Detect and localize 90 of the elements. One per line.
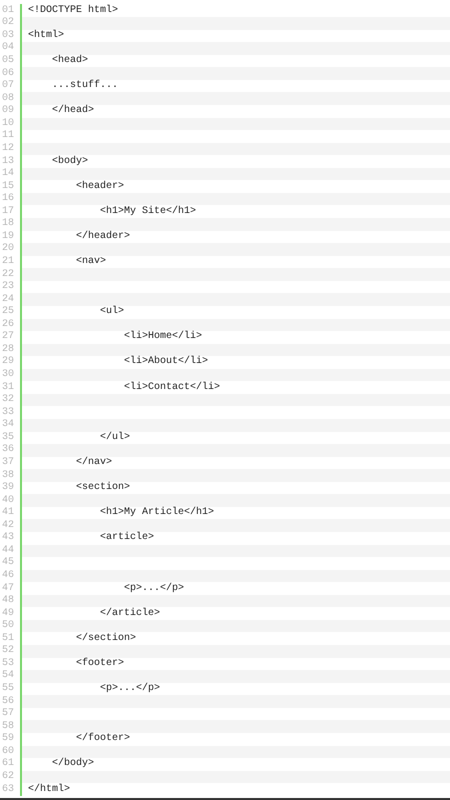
code-line: ...stuff... <box>52 80 118 92</box>
line-number: 57 <box>2 708 14 720</box>
line-number: 60 <box>2 746 14 758</box>
line-number: 49 <box>2 608 14 620</box>
line-number: 32 <box>2 394 14 406</box>
line-number: 06 <box>2 68 14 80</box>
line-number: 24 <box>2 294 14 306</box>
line-number: 43 <box>2 532 14 544</box>
line-number: 42 <box>2 520 14 532</box>
line-number: 14 <box>2 168 14 180</box>
code-line: <p>...</p> <box>124 582 184 595</box>
line-number: 56 <box>2 696 14 708</box>
code-line: </html> <box>28 784 70 796</box>
line-number: 27 <box>2 331 14 344</box>
line-number: 31 <box>2 382 14 394</box>
line-number: 28 <box>2 344 14 356</box>
line-number: 47 <box>2 582 14 595</box>
line-number: 23 <box>2 281 14 294</box>
line-number: 11 <box>2 130 14 142</box>
code-line: <li>About</li> <box>124 356 208 368</box>
line-number: 16 <box>2 193 14 206</box>
line-number: 15 <box>2 180 14 193</box>
line-number: 05 <box>2 55 14 68</box>
line-number: 09 <box>2 105 14 118</box>
code-line: <header> <box>76 180 124 193</box>
code-line: <h1>My Site</h1> <box>100 206 196 218</box>
line-number: 61 <box>2 758 14 770</box>
code-line: </footer> <box>76 733 130 746</box>
code-line: <li>Contact</li> <box>124 382 220 394</box>
line-number: 55 <box>2 683 14 696</box>
line-number: 25 <box>2 306 14 318</box>
line-number: 18 <box>2 218 14 230</box>
line-number: 50 <box>2 620 14 632</box>
line-number: 17 <box>2 206 14 218</box>
line-number: 53 <box>2 658 14 670</box>
code-line: <li>Home</li> <box>124 331 202 344</box>
line-number: 62 <box>2 770 14 783</box>
line-number: 38 <box>2 470 14 482</box>
line-number: 12 <box>2 142 14 155</box>
line-number: 02 <box>2 17 14 30</box>
line-number: 37 <box>2 456 14 469</box>
line-number: 20 <box>2 243 14 256</box>
line-number: 48 <box>2 595 14 608</box>
line-number: 22 <box>2 268 14 281</box>
line-number: 10 <box>2 118 14 130</box>
line-number: 51 <box>2 632 14 645</box>
line-number: 59 <box>2 733 14 746</box>
code-line: </section> <box>76 632 136 645</box>
line-number: 58 <box>2 720 14 733</box>
line-number: 29 <box>2 356 14 368</box>
code-line: <head> <box>52 55 88 68</box>
line-number: 54 <box>2 670 14 682</box>
code-line: </body> <box>52 758 94 770</box>
line-number: 52 <box>2 645 14 658</box>
line-number: 45 <box>2 557 14 570</box>
line-number: 46 <box>2 570 14 582</box>
code-line: </head> <box>52 105 94 118</box>
line-number: 08 <box>2 92 14 105</box>
line-number: 39 <box>2 482 14 494</box>
code-line: </nav> <box>76 456 112 469</box>
line-number: 30 <box>2 369 14 382</box>
code-line: <!DOCTYPE html> <box>28 4 118 17</box>
code-line: <h1>My Article</h1> <box>100 507 214 520</box>
line-number: 40 <box>2 494 14 507</box>
line-number: 63 <box>2 784 14 796</box>
line-number: 26 <box>2 318 14 331</box>
line-number: 34 <box>2 419 14 432</box>
line-number: 44 <box>2 544 14 557</box>
code-line: <section> <box>76 482 130 494</box>
code-line: </ul> <box>100 432 130 444</box>
line-number: 01 <box>2 4 14 17</box>
code-line: <ul> <box>100 306 124 318</box>
line-number: 35 <box>2 432 14 444</box>
line-number: 33 <box>2 406 14 419</box>
code-line: <p>...</p> <box>100 683 160 696</box>
code-line: </header> <box>76 230 130 243</box>
code-line: <body> <box>52 156 88 168</box>
code-line: <html> <box>28 30 64 42</box>
code-line: <article> <box>100 532 154 544</box>
line-number: 21 <box>2 256 14 268</box>
line-number: 36 <box>2 444 14 456</box>
line-number: 19 <box>2 230 14 243</box>
line-number: 07 <box>2 80 14 92</box>
line-number: 03 <box>2 30 14 42</box>
code-line: </article> <box>100 608 160 620</box>
line-number: 41 <box>2 507 14 520</box>
line-number: 04 <box>2 42 14 54</box>
line-number: 13 <box>2 156 14 168</box>
code-line: <footer> <box>76 658 124 670</box>
code-line: <nav> <box>76 256 106 268</box>
